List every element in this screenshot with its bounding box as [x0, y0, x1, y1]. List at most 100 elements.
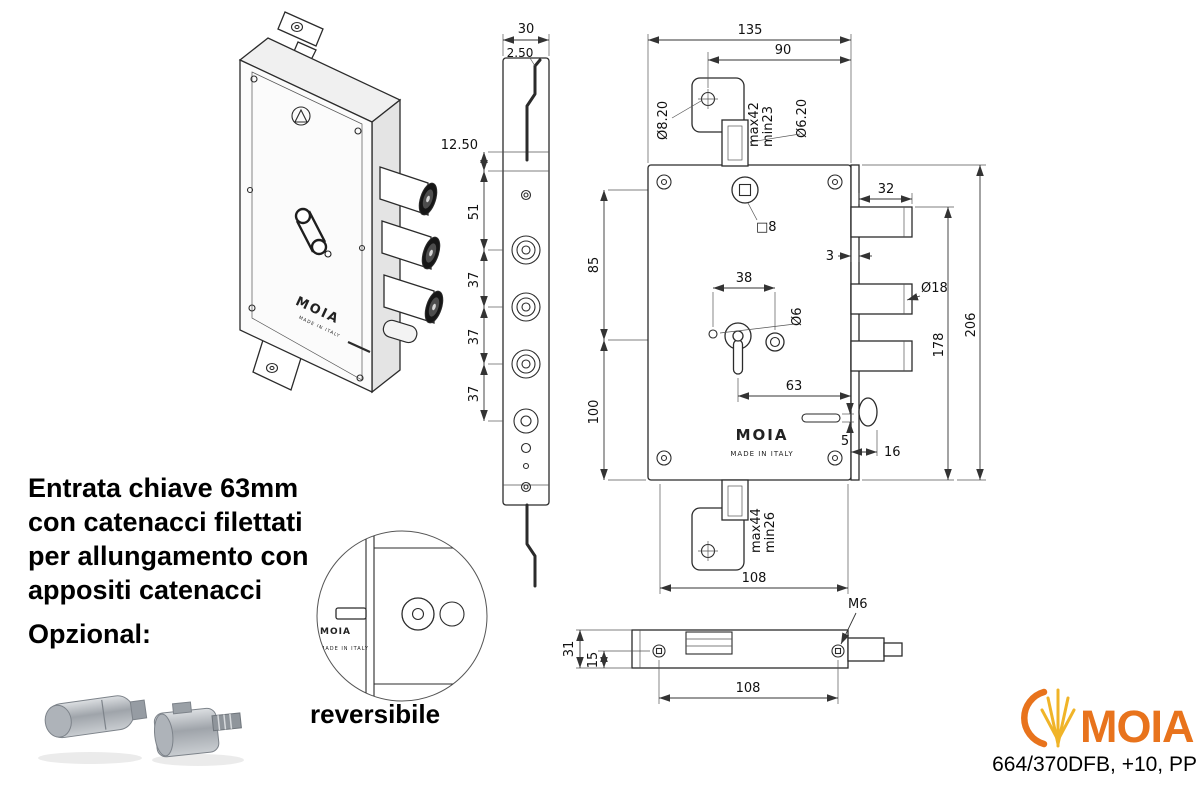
dim-front-100: 100 — [587, 340, 646, 481]
bolt-cylinders-3d — [379, 166, 444, 344]
note-line-3: per allungamento con — [28, 541, 309, 571]
svg-text:63: 63 — [786, 379, 803, 394]
dim-front-178: 178 — [862, 206, 954, 481]
dim-front-dia18: Ø18 — [906, 281, 948, 301]
note-line-4: appositi catenacci — [28, 575, 262, 605]
top-follower-extension — [691, 77, 749, 167]
svg-text:30: 30 — [518, 22, 535, 37]
svg-text:31: 31 — [562, 641, 577, 658]
dim-front-206: 206 — [862, 164, 986, 481]
brand-logo: MOIA — [1021, 688, 1195, 752]
lateral-pin-3d — [382, 319, 418, 344]
svg-text:108: 108 — [736, 681, 761, 696]
svg-text:15: 15 — [586, 652, 601, 669]
detail-cylinder — [401, 597, 435, 631]
note-line-1: Entrata chiave 63mm — [28, 473, 298, 503]
cylinder-extension — [847, 637, 885, 662]
dim-bottom-m6: M6 — [840, 597, 868, 645]
made-in-stamp-front: MADE IN ITALY — [730, 450, 793, 458]
lever-slot — [801, 413, 841, 423]
detail-pin — [335, 607, 367, 620]
latch-detail — [685, 631, 733, 655]
svg-text:108: 108 — [742, 571, 767, 586]
dim-front-16: 16 — [851, 430, 901, 460]
bottom-follower-extension — [691, 479, 749, 571]
dim-bottom-108: 108 — [658, 660, 839, 704]
logo-crescent-icon — [1021, 688, 1048, 748]
svg-text:□8: □8 — [756, 220, 777, 235]
dim-front-dia6: Ø6 — [719, 307, 805, 334]
faceplate-bolt-holes — [511, 189, 541, 493]
svg-text:37: 37 — [467, 329, 482, 346]
svg-text:max44: max44 — [749, 508, 764, 553]
dim-front-108: 108 — [659, 484, 849, 594]
brand-stamp-front: MOIA — [736, 426, 789, 444]
bottom-screws — [652, 644, 845, 658]
optional-part-photo-1 — [44, 695, 148, 739]
dim-front-3: 3 — [826, 249, 872, 264]
svg-text:135: 135 — [738, 23, 763, 38]
svg-text:min26: min26 — [763, 512, 778, 553]
front-view: MOIA MADE IN ITALY 135 90 Ø8.20 max42 mi… — [587, 23, 986, 594]
part-number: 664/370DFB, +10, PP — [992, 753, 1197, 776]
note-line-5: Opzional: — [28, 619, 151, 649]
svg-text:min23: min23 — [761, 106, 776, 147]
detail-view-reversible: MOIA MADE IN ITALY reversibile — [310, 530, 488, 729]
dim-front-5: 5 — [841, 403, 854, 449]
key-follower-3d — [294, 207, 332, 258]
reversible-label: reversibile — [310, 699, 440, 729]
pin-hole — [708, 329, 718, 339]
bottom-view: 31 15 108 M6 — [562, 597, 903, 704]
dim-side-30: 30 — [502, 22, 550, 56]
notes-block: Entrata chiave 63mm con catenacci filett… — [28, 473, 309, 649]
side-view: 30 2.50 12.50 51 37 37 37 — [441, 22, 550, 588]
bolts-front — [850, 206, 913, 372]
dim-front-max42-min23: max42 min23 — [747, 102, 776, 147]
svg-text:Ø8.20: Ø8.20 — [656, 101, 671, 140]
key-cylinder-hole — [724, 322, 752, 375]
svg-text:M6: M6 — [848, 597, 868, 612]
logo-text: MOIA — [1080, 701, 1194, 752]
dim-side-chain: 51 37 37 37 — [467, 171, 503, 422]
svg-text:85: 85 — [587, 257, 602, 274]
svg-text:32: 32 — [878, 182, 895, 197]
optional-parts — [38, 695, 244, 766]
svg-text:37: 37 — [467, 272, 482, 289]
cylinder-fixing-screw — [765, 332, 785, 352]
svg-text:max42: max42 — [747, 102, 762, 147]
lateral-pin-front — [858, 397, 878, 427]
handle-spindle-hole — [731, 176, 759, 204]
made-in-stamp-detail: MADE IN ITALY — [320, 646, 369, 652]
svg-text:Ø6: Ø6 — [790, 307, 805, 326]
brand-stamp-detail: MOIA — [320, 627, 351, 637]
dim-front-dia820: Ø8.20 — [656, 100, 702, 140]
dim-front-135: 135 — [647, 23, 852, 163]
isometric-view: MOIA MADE IN ITALY — [238, 11, 444, 394]
actuator-rod-top — [525, 58, 542, 162]
logo-wheat-icon — [1040, 688, 1076, 748]
svg-text:Ø6.20: Ø6.20 — [795, 99, 810, 138]
svg-text:3: 3 — [826, 249, 834, 264]
dim-front-63: 63 — [737, 378, 851, 402]
svg-text:178: 178 — [932, 333, 947, 358]
svg-text:5: 5 — [841, 434, 849, 449]
dim-front-90: 90 — [707, 43, 851, 88]
dim-front-32: 32 — [858, 182, 913, 204]
dim-bottom-15: 15 — [586, 650, 650, 669]
lock-front-face — [239, 58, 373, 394]
dim-front-max44-min26: max44 min26 — [749, 508, 778, 553]
dim-front-85: 85 — [587, 190, 608, 340]
svg-text:16: 16 — [884, 445, 901, 460]
dim-front-sq8: □8 — [747, 202, 777, 235]
note-line-2: con catenacci filettati — [28, 507, 303, 537]
svg-text:37: 37 — [467, 386, 482, 403]
svg-text:2.50: 2.50 — [507, 46, 534, 60]
optional-part-photo-2 — [153, 701, 242, 758]
dim-front-38: 38 — [712, 271, 776, 330]
corner-screws — [656, 174, 843, 466]
svg-text:90: 90 — [775, 43, 792, 58]
svg-text:100: 100 — [587, 400, 602, 425]
faceplate-edge — [850, 164, 860, 481]
